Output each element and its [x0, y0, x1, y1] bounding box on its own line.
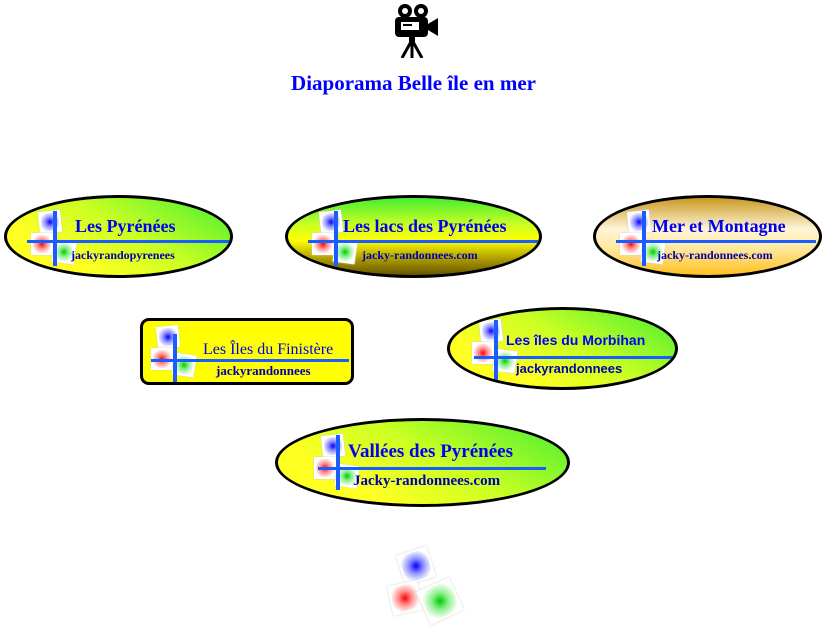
- banner-title: Les Pyrénées: [75, 216, 176, 236]
- banner-lacs-des-pyrenees[interactable]: Les lacs des Pyrénées jacky-randonnees.c…: [285, 195, 542, 278]
- banner-vallees-des-pyrenees[interactable]: Vallées des Pyrénées Jacky-randonnees.co…: [275, 418, 570, 507]
- banner-subtitle: jacky-randonnees.com: [657, 248, 773, 262]
- banner-iles-du-finistere[interactable]: Les Îles du Finistère jackyrandonnees: [140, 318, 354, 385]
- banner-title: Les Îles du Finistère: [203, 341, 334, 358]
- banner-subtitle: jacky-randonnees.com: [362, 248, 478, 262]
- banner-title: Vallées des Pyrénées: [348, 441, 513, 462]
- banner-iles-du-morbihan[interactable]: Les îles du Morbihan jackyrandonnees: [447, 307, 678, 390]
- banner-les-pyrenees[interactable]: Les Pyrénées jackyrandopyrenees: [4, 195, 233, 278]
- page-title: Diaporama Belle île en mer: [291, 71, 536, 95]
- site-logo-icon: [387, 545, 468, 625]
- banner-subtitle: jackyrandopyrenees: [71, 248, 175, 262]
- banner-title: Les îles du Morbihan: [506, 332, 646, 348]
- banner-title: Les lacs des Pyrénées: [343, 216, 507, 236]
- movie-camera-icon: [395, 4, 438, 58]
- banner-subtitle: jackyrandonnees: [216, 363, 311, 378]
- banner-mer-et-montagne[interactable]: Mer et Montagne jacky-randonnees.com: [593, 195, 822, 278]
- banner-subtitle: jackyrandonnees: [516, 361, 623, 376]
- banner-subtitle: Jacky-randonnees.com: [353, 473, 501, 489]
- banner-title: Mer et Montagne: [652, 216, 786, 236]
